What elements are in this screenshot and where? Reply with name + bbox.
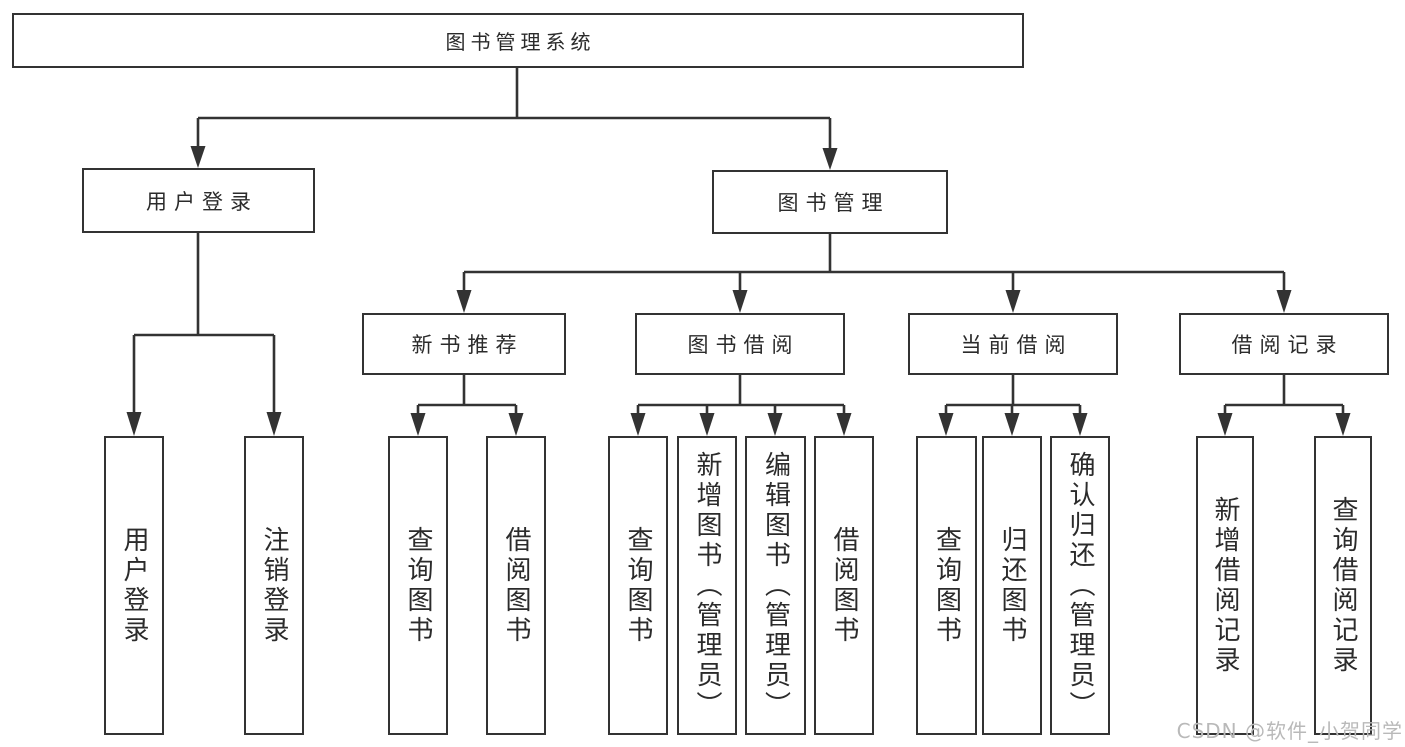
leaf-query-books-recommend: 查询图书 [388, 436, 448, 735]
node-label: 注销登录 [259, 525, 289, 646]
leaf-logout: 注销登录 [244, 436, 304, 735]
leaf-query-books-current: 查询图书 [916, 436, 977, 735]
node-label: 新增图书（管理员） [692, 450, 722, 721]
node-label: 查询图书 [403, 525, 433, 646]
node-current-borrow: 当前借阅 [908, 313, 1118, 375]
csdn-watermark: CSDN @软件_小贺同学 [1176, 719, 1403, 743]
leaf-add-books-admin: 新增图书（管理员） [677, 436, 737, 735]
node-label: 图书管理 [777, 191, 890, 215]
leaf-add-borrow-record: 新增借阅记录 [1196, 436, 1254, 735]
connector-root-to-level2 [190, 68, 838, 170]
node-label: 借阅图书 [829, 525, 859, 646]
leaf-borrow-books-recommend: 借阅图书 [486, 436, 546, 735]
leaf-confirm-return-admin: 确认归还（管理员） [1050, 436, 1110, 735]
connector-borrow-to-leaves [630, 375, 852, 436]
connector-user-login-to-leaves [126, 233, 282, 436]
node-new-book-recommend: 新书推荐 [362, 313, 566, 375]
connector-records-to-leaves [1217, 375, 1351, 436]
node-label: 归还图书 [997, 525, 1027, 646]
leaf-borrow-books: 借阅图书 [814, 436, 874, 735]
node-borrow-records: 借阅记录 [1179, 313, 1389, 375]
node-label: 用户登录 [146, 189, 258, 214]
node-label: 借阅记录 [1231, 333, 1344, 357]
connector-book-management-to-level3 [456, 234, 1292, 313]
leaf-return-books: 归还图书 [982, 436, 1042, 735]
node-label: 编辑图书（管理员） [760, 450, 791, 721]
connector-recommend-to-leaves [410, 375, 524, 436]
node-label: 确认归还（管理员） [1065, 450, 1095, 721]
node-label: 查询借阅记录 [1328, 495, 1358, 676]
node-user-login: 用户登录 [82, 168, 315, 233]
node-label: 图书借阅 [687, 333, 800, 357]
connector-current-to-leaves [938, 375, 1088, 436]
leaf-query-books-borrow: 查询图书 [608, 436, 668, 735]
leaf-query-borrow-record: 查询借阅记录 [1314, 436, 1372, 735]
node-label: 用户登录 [119, 525, 149, 646]
node-label: 查询图书 [623, 525, 653, 646]
node-label: 新增借阅记录 [1210, 495, 1240, 676]
node-label: 借阅图书 [501, 525, 531, 646]
node-label: 当前借阅 [960, 333, 1073, 357]
leaf-user-login: 用户登录 [104, 436, 164, 735]
node-label: 新书推荐 [411, 333, 524, 357]
node-root: 图书管理系统 [12, 13, 1024, 68]
node-label: 图书管理系统 [445, 30, 596, 54]
leaf-edit-books-admin: 编辑图书（管理员） [745, 436, 806, 735]
node-book-management: 图书管理 [712, 170, 948, 234]
node-label: 查询图书 [931, 525, 962, 646]
node-book-borrow: 图书借阅 [635, 313, 845, 375]
